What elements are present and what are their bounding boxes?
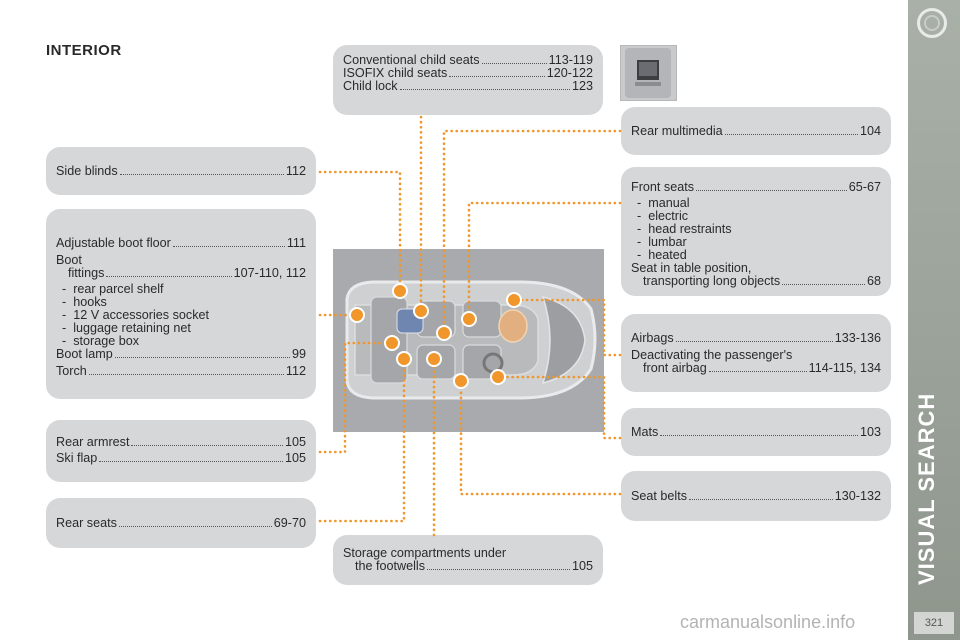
screen-icon — [625, 48, 671, 98]
page-number: 321 — [914, 612, 954, 634]
storage-box: Storage compartments under the footwells… — [333, 535, 603, 585]
watermark: carmanualsonline.info — [680, 612, 856, 632]
sub-item: head restraints — [631, 223, 881, 236]
ring-logo-icon — [917, 8, 947, 38]
section-label: VISUAL SEARCH — [914, 392, 939, 585]
sub-item: heated — [631, 249, 881, 262]
page-title: INTERIOR — [46, 42, 122, 59]
connector-lines — [318, 115, 622, 537]
table-position-line: Seat in table position, — [631, 261, 752, 275]
sub-item: hooks — [56, 296, 306, 309]
sub-item: 12 V accessories socket — [56, 309, 306, 322]
marker-dots — [349, 283, 522, 389]
sub-item: electric — [631, 210, 881, 223]
multimedia-screen-thumbnail — [620, 45, 677, 101]
sub-item: luggage retaining net — [56, 322, 306, 335]
sub-item: manual — [631, 197, 881, 210]
boot-label: Boot — [56, 253, 82, 267]
storage-line: Storage compartments under — [343, 546, 507, 560]
sub-item: lumbar — [631, 236, 881, 249]
deactivating-line: Deactivating the passenger's — [631, 348, 793, 362]
section-sidebar: VISUAL SEARCH 321 — [908, 0, 960, 640]
sub-item: storage box — [56, 335, 306, 348]
sub-item: rear parcel shelf — [56, 283, 306, 296]
